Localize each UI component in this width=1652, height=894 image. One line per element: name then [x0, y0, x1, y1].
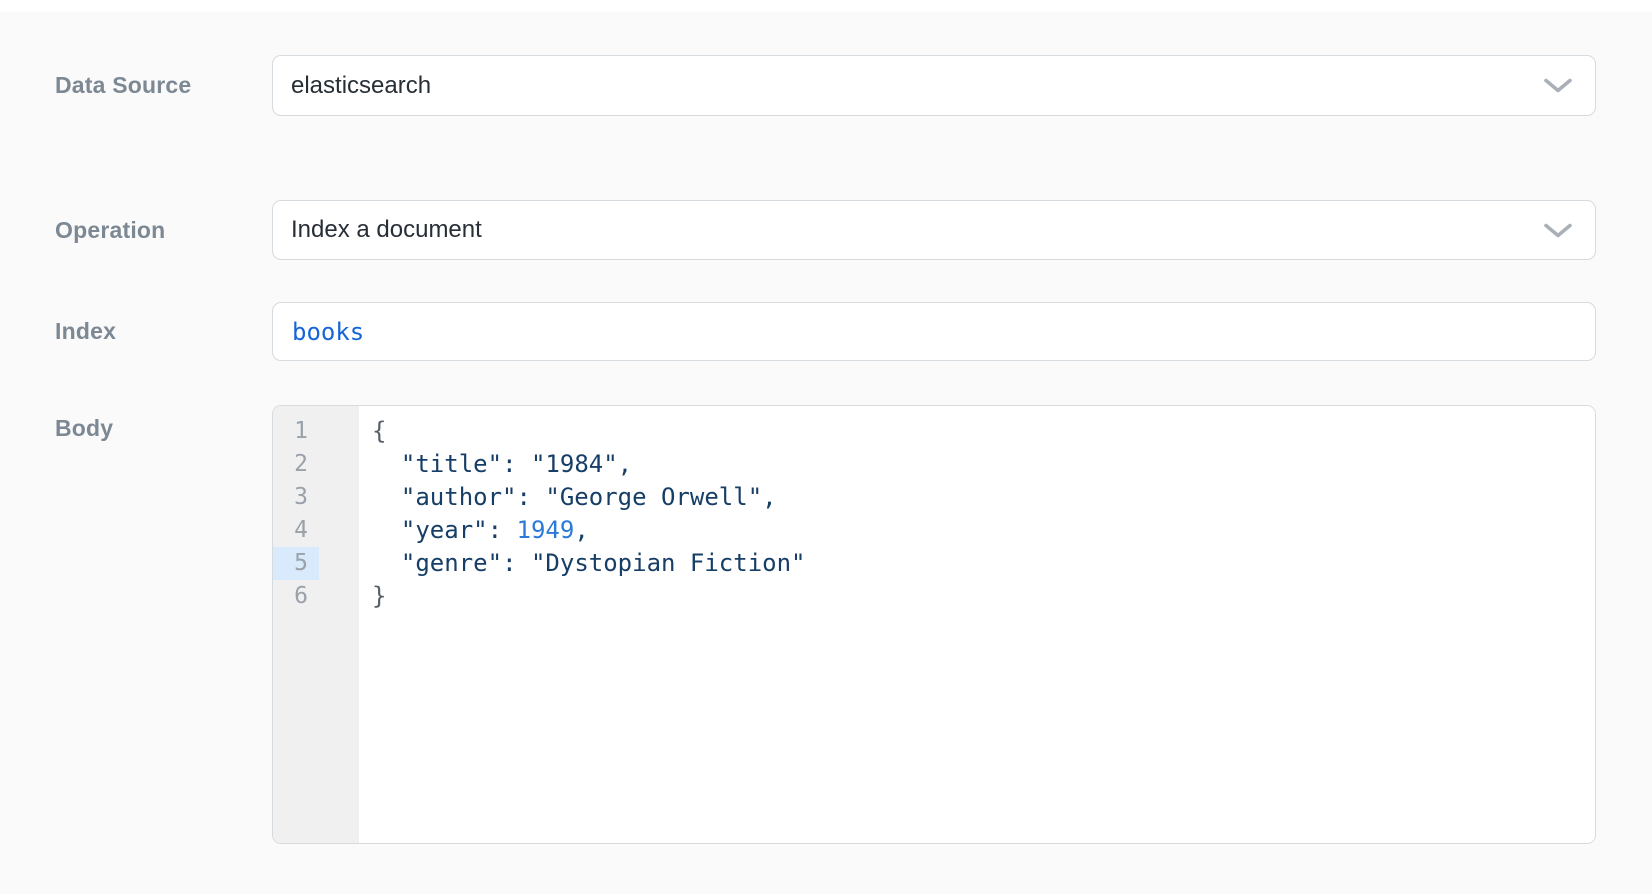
gutter-line-number: 5 [273, 547, 319, 580]
index-control: books [272, 302, 1596, 361]
code-token-string: "author" [400, 483, 517, 511]
gutter-line-number: 3 [294, 484, 308, 510]
gutter-line-number: 2 [294, 451, 308, 477]
top-strip [0, 0, 1652, 12]
operation-value: Index a document [291, 216, 482, 243]
code-token-string: "title" [400, 450, 503, 478]
code-token-string: "1984" [530, 450, 618, 478]
operation-control: Index a document [272, 200, 1596, 260]
data-source-label: Data Source [55, 72, 192, 98]
data-source-control: elasticsearch [272, 55, 1596, 116]
operation-label: Operation [55, 216, 166, 243]
code-token-ws [372, 450, 401, 478]
code-token-string: "Dystopian Fiction" [530, 549, 806, 577]
code-token-number: 1949 [516, 516, 575, 544]
code-token-string: "year" [400, 516, 488, 544]
body-code-editor[interactable]: 1 2 3 4 5 6 { "title": "1984", "author": "Geo… [272, 405, 1596, 844]
code-token-punc: : [516, 483, 546, 511]
gutter-line-number: 4 [294, 517, 308, 543]
chevron-down-icon [1544, 223, 1572, 237]
gutter-line-number: 1 [294, 418, 308, 444]
editor-code-area[interactable]: { "title": "1984", "author": "George Orw… [359, 406, 1595, 843]
form-row-body: Body 1 2 3 4 5 6 { "title": "1984", "author":… [55, 405, 1596, 844]
body-label: Body [55, 415, 114, 441]
index-input[interactable]: books [272, 302, 1596, 361]
code-line: "title": "1984", [372, 448, 1585, 481]
code-token-punc: : [502, 450, 531, 478]
code-line: "year": 1949, [372, 514, 1585, 547]
gutter-line-number: 6 [294, 583, 308, 609]
code-token-ws [372, 549, 401, 577]
code-line: } [372, 580, 1585, 613]
editor-line-number-gutter: 1 2 3 4 5 6 [273, 406, 359, 843]
code-token-ws [372, 483, 401, 511]
code-token-brace: } [372, 582, 387, 610]
code-token-punc: , [617, 450, 633, 478]
operation-select[interactable]: Index a document [272, 200, 1596, 260]
data-source-value: elasticsearch [291, 71, 432, 99]
code-token-brace: { [372, 417, 387, 445]
code-token-punc: : [502, 549, 531, 577]
index-label: Index [55, 318, 117, 344]
code-line: "author": "George Orwell", [372, 481, 1585, 514]
chevron-down-icon [1544, 78, 1572, 93]
code-token-punc: , [762, 483, 777, 511]
form-row-index: Index books [55, 302, 1596, 361]
code-token-punc: , [574, 516, 589, 544]
code-token-string: "genre" [400, 549, 503, 577]
code-line: "genre": "Dystopian Fiction" [372, 547, 1585, 580]
index-input-value: books [292, 317, 365, 346]
body-control: 1 2 3 4 5 6 { "title": "1984", "author": "Geo… [272, 405, 1596, 844]
code-line: { [372, 415, 1585, 448]
code-token-punc: : [487, 516, 517, 544]
code-token-ws [372, 516, 401, 544]
code-token-string: "George Orwell" [545, 483, 763, 511]
form-row-operation: Operation Index a document [55, 200, 1596, 260]
data-source-select[interactable]: elasticsearch [272, 55, 1596, 116]
form-row-data-source: Data Source elasticsearch [55, 55, 1596, 116]
